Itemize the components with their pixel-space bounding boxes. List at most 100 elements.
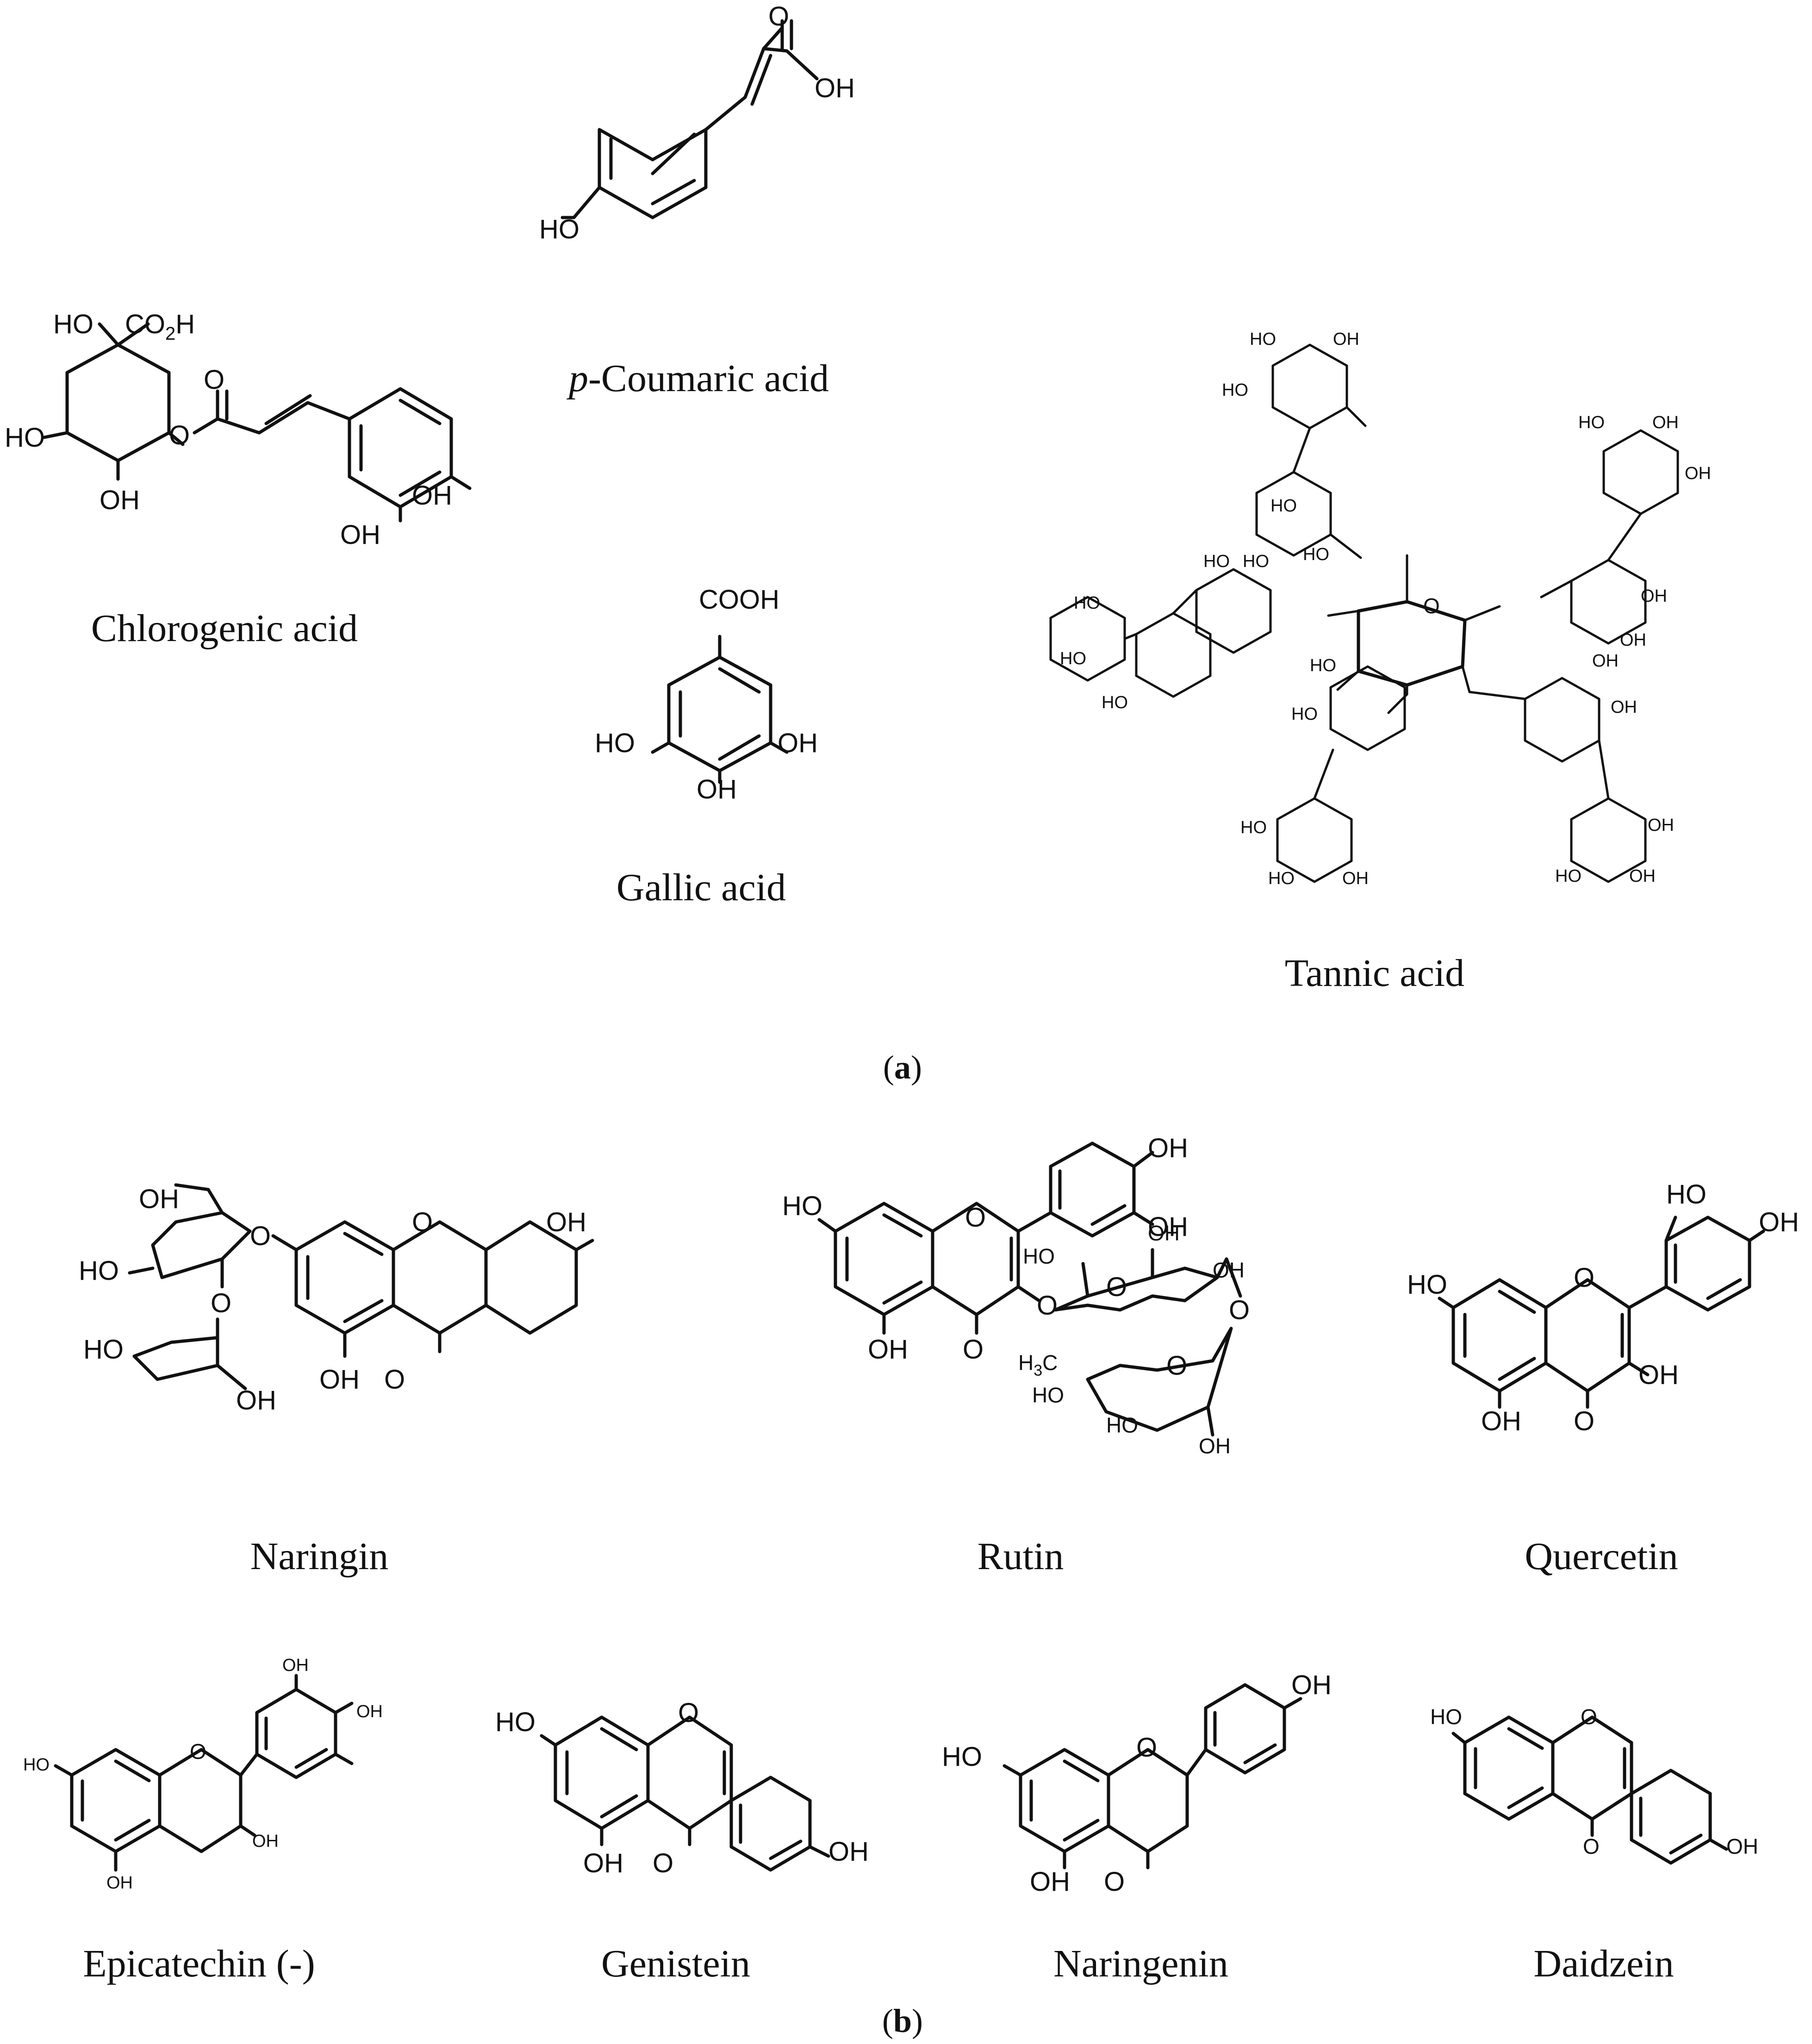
atom-label: HO bbox=[53, 309, 93, 339]
quercetin-structure: O HO HO OH OH O OH bbox=[1407, 1179, 1799, 1436]
atom-label: OH bbox=[546, 1207, 586, 1237]
atom-label: O bbox=[1581, 1705, 1597, 1729]
naringenin-structure: O HO OH OH O bbox=[942, 1670, 1332, 1897]
atom-label: O bbox=[653, 1848, 673, 1878]
caption-p-coumaric-acid: p-Coumaric acid bbox=[567, 357, 829, 400]
atom-label: OH bbox=[1592, 651, 1619, 671]
atom-label: O bbox=[768, 1, 789, 31]
atom-label: OH bbox=[1648, 816, 1674, 835]
caption-daidzein: Daidzein bbox=[1533, 1942, 1674, 1985]
atom-label: OH bbox=[1199, 1434, 1231, 1458]
atom-label: O bbox=[1423, 594, 1440, 618]
atom-label: HO bbox=[5, 423, 45, 453]
atom-label: HO bbox=[1555, 866, 1582, 886]
caption-chlorogenic-acid: Chlorogenic acid bbox=[91, 607, 358, 650]
caption-rest: -Coumaric acid bbox=[588, 357, 829, 400]
tannic-acid-structure: O HO OH HO HO OH OH HO HO HO HO bbox=[1049, 330, 1711, 888]
atom-label: HO bbox=[1578, 413, 1605, 432]
atom-label: O bbox=[1574, 1406, 1594, 1436]
panel-b-label: (b) bbox=[882, 2002, 923, 2039]
caption-genistein: Genistein bbox=[601, 1942, 750, 1985]
atom-label: HO bbox=[83, 1334, 124, 1365]
atom-label: OH bbox=[1652, 413, 1679, 432]
atom-label: OH bbox=[1148, 1133, 1188, 1163]
atom-label: OH bbox=[697, 774, 737, 804]
caption-naringenin: Naringenin bbox=[1053, 1942, 1228, 1985]
atom-label: HO bbox=[1303, 545, 1329, 564]
atom-label: OH bbox=[583, 1848, 623, 1878]
atom-label: CO2H bbox=[125, 309, 195, 344]
atom-label: OH bbox=[1726, 1834, 1758, 1858]
atom-label: OH bbox=[1148, 1221, 1180, 1245]
atom-label: OH bbox=[236, 1385, 276, 1415]
atom-label: OH bbox=[778, 728, 818, 758]
caption-naringin: Naringin bbox=[250, 1535, 389, 1578]
atom-label: H3C bbox=[1018, 1351, 1058, 1379]
atom-label: HO bbox=[1666, 1179, 1706, 1209]
atom-label: O bbox=[1574, 1263, 1594, 1293]
atom-label: OH bbox=[1641, 586, 1667, 606]
atom-label: OH bbox=[100, 485, 140, 515]
atom-label: O bbox=[1166, 1351, 1187, 1381]
atom-label: HO bbox=[595, 728, 635, 758]
atom-label: O bbox=[965, 1203, 986, 1233]
atom-label: OH bbox=[1030, 1867, 1070, 1897]
atom-label: O bbox=[211, 1288, 231, 1318]
atom-label: O bbox=[169, 420, 190, 450]
atom-label: O bbox=[963, 1334, 984, 1365]
caption-quercetin: Quercetin bbox=[1525, 1535, 1678, 1578]
atom-label: HO bbox=[782, 1191, 822, 1221]
atom-label: OH bbox=[1629, 866, 1656, 886]
atom-label: O bbox=[1037, 1290, 1058, 1321]
atom-label: HO bbox=[1291, 704, 1318, 724]
atom-label: OH bbox=[1148, 1212, 1188, 1242]
atom-label: O bbox=[1136, 1732, 1157, 1763]
atom-label: HO bbox=[1310, 656, 1336, 675]
atom-label: HO bbox=[539, 214, 579, 244]
atom-label: HO bbox=[1074, 593, 1100, 613]
atom-label: OH bbox=[340, 520, 380, 550]
caption-italic-prefix: p bbox=[567, 357, 588, 400]
rutin-structure: HO OH OH O OH O O O HO OH OH O O H3C HO … bbox=[782, 1133, 1250, 1458]
gallic-acid-structure: COOH HO OH OH bbox=[595, 585, 818, 804]
panel-a-label: (a) bbox=[883, 1049, 922, 1086]
daidzein-structure: O HO O OH bbox=[1430, 1705, 1758, 1865]
atom-label: HO bbox=[1250, 330, 1276, 349]
atom-label: HO bbox=[1023, 1244, 1055, 1268]
atom-label: HO bbox=[1203, 552, 1230, 571]
atom-label: HO bbox=[1222, 380, 1248, 400]
atom-label: O bbox=[678, 1698, 699, 1728]
atom-label: O bbox=[1583, 1834, 1600, 1858]
atom-label: OH bbox=[1638, 1360, 1679, 1390]
atom-label: O bbox=[250, 1221, 271, 1251]
caption-gallic-acid: Gallic acid bbox=[616, 866, 786, 909]
epicatechin-structure: O OH OH HO OH OH bbox=[23, 1656, 383, 1893]
atom-label: HO bbox=[1430, 1705, 1462, 1729]
p-coumaric-acid-structure: O OH HO bbox=[539, 1, 855, 244]
atom-label: HO bbox=[1268, 869, 1295, 888]
atom-label: OH bbox=[282, 1656, 309, 1675]
atom-label: HO bbox=[942, 1742, 982, 1772]
chlorogenic-acid-structure: HO CO2H HO OH O O OH OH bbox=[5, 309, 472, 550]
atom-label: OH bbox=[1291, 1670, 1332, 1700]
atom-label: OH bbox=[868, 1334, 908, 1365]
caption-rutin: Rutin bbox=[978, 1535, 1064, 1578]
atom-label: HO bbox=[1243, 552, 1269, 571]
atom-label: HO bbox=[1032, 1383, 1064, 1407]
atom-label: OH bbox=[356, 1702, 383, 1721]
atom-label: HO bbox=[495, 1707, 536, 1737]
atom-label: HO bbox=[1060, 649, 1086, 668]
atom-label: OH bbox=[1759, 1207, 1799, 1237]
atom-label: O bbox=[1106, 1272, 1127, 1302]
atom-label: HO bbox=[1270, 496, 1297, 516]
atom-label: O bbox=[412, 1207, 433, 1237]
atom-label: HO bbox=[23, 1755, 50, 1775]
atom-label: HO bbox=[1102, 693, 1128, 712]
atom-label: OH bbox=[1685, 464, 1711, 483]
atom-label: HO bbox=[1106, 1413, 1138, 1437]
atom-label: OH bbox=[828, 1837, 869, 1867]
genistein-structure: O HO OH O OH bbox=[495, 1698, 869, 1878]
atom-label: OH bbox=[1333, 330, 1359, 349]
atom-label: OH bbox=[319, 1365, 360, 1395]
